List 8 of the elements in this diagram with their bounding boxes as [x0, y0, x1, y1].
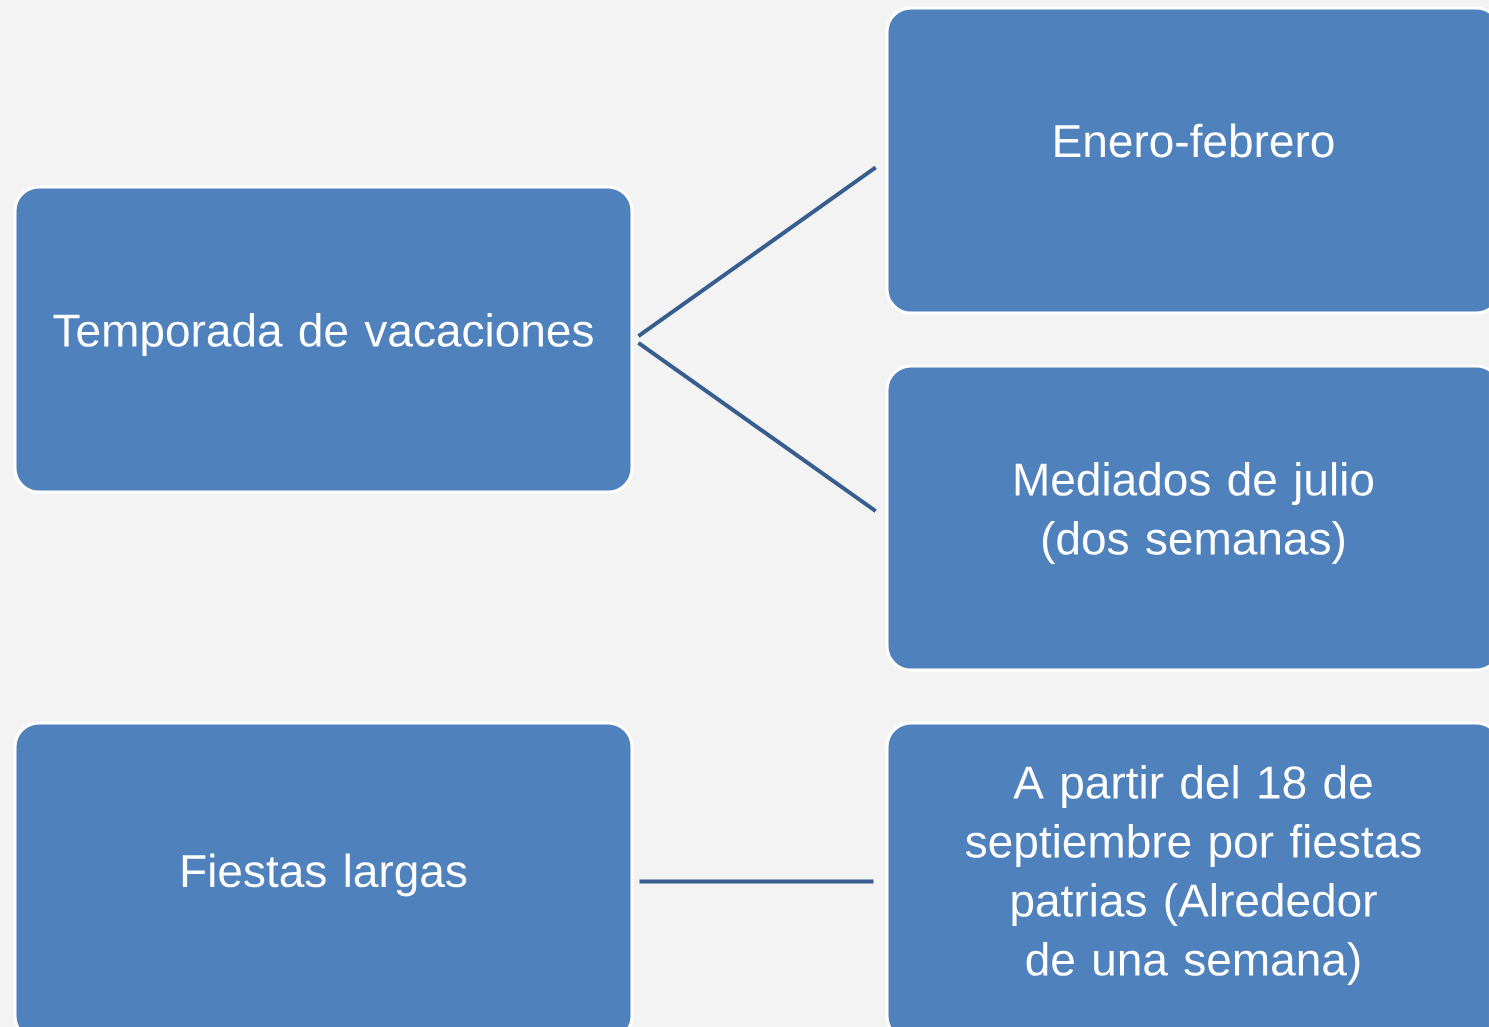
- process-box: Fiestas largas: [13, 721, 634, 1027]
- connector-line: [639, 879, 874, 884]
- connector-line: [637, 165, 877, 338]
- connector-line: [637, 341, 877, 513]
- process-box: Enero-febrero: [885, 6, 1489, 315]
- process-box: A partir del 18 de septiembre por fiestas patrias (Alrededor de una semana): [885, 721, 1489, 1027]
- process-box: Temporada de vacaciones: [13, 185, 634, 494]
- process-box: Mediados de julio (dos semanas): [885, 364, 1489, 672]
